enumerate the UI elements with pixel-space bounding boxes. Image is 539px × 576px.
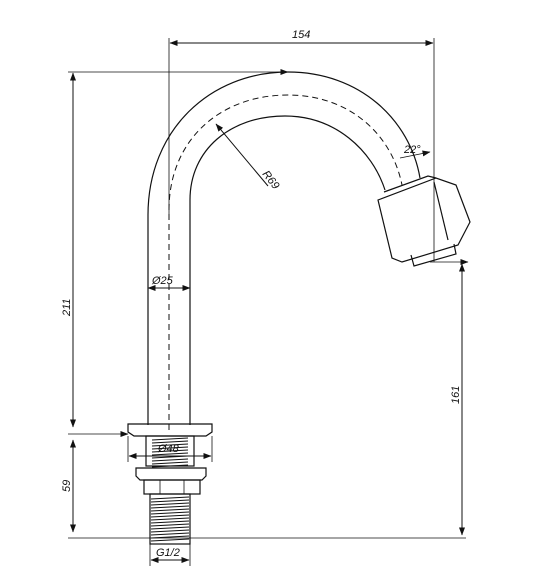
- thread-line: [150, 502, 190, 506]
- dim-thread: G1/2: [149, 544, 191, 566]
- thread-line: [150, 514, 190, 518]
- thread-line: [150, 532, 190, 536]
- dim-height-59: 59: [61, 439, 76, 533]
- spout-body: [147, 71, 421, 430]
- dim-width-154: 154: [168, 29, 435, 262]
- dim-thread-label: G1/2: [156, 547, 180, 559]
- dim-height-211: 211: [61, 69, 289, 437]
- flange-thread-line: [151, 440, 189, 444]
- dim-radius: R69: [215, 123, 282, 192]
- thread-line: [150, 538, 190, 542]
- thread-hatching: [150, 496, 190, 542]
- dim-height-211-label: 211: [61, 298, 73, 317]
- dim-width-label: 154: [292, 29, 310, 41]
- flange-thread-line: [151, 461, 189, 465]
- dim-pipe-diameter-label: Ø25: [151, 275, 174, 287]
- dim-pipe-diameter: Ø25: [147, 275, 191, 291]
- thread-line: [150, 526, 190, 530]
- thread-line: [150, 520, 190, 524]
- flange-thread-line: [151, 446, 189, 450]
- flange-thread-hatching: [151, 437, 189, 468]
- dim-height-59-label: 59: [61, 480, 73, 492]
- thread-line: [150, 508, 190, 512]
- flange-thread-line: [151, 464, 189, 468]
- pipe-centerline: [168, 94, 403, 430]
- thread-line: [150, 496, 190, 500]
- nozzle-head: [377, 175, 471, 267]
- dim-flange-diameter: Ø48: [127, 436, 213, 462]
- flange-thread-line: [151, 458, 189, 462]
- flange-thread-line: [151, 449, 189, 453]
- flange-thread-line: [151, 437, 189, 441]
- thread-line: [150, 517, 190, 521]
- thread-line: [150, 511, 190, 515]
- flange-thread-line: [151, 443, 189, 447]
- thread-line: [150, 499, 190, 503]
- thread-line: [150, 505, 190, 509]
- dim-angle: 22°: [399, 144, 431, 159]
- thread-line: [150, 529, 190, 533]
- thread-line: [150, 523, 190, 527]
- dim-height-161-label: 161: [450, 386, 462, 404]
- dim-flange-diameter-label: Ø48: [157, 443, 180, 455]
- dim-angle-label: 22°: [403, 144, 421, 156]
- dim-height-161: 161: [430, 259, 469, 536]
